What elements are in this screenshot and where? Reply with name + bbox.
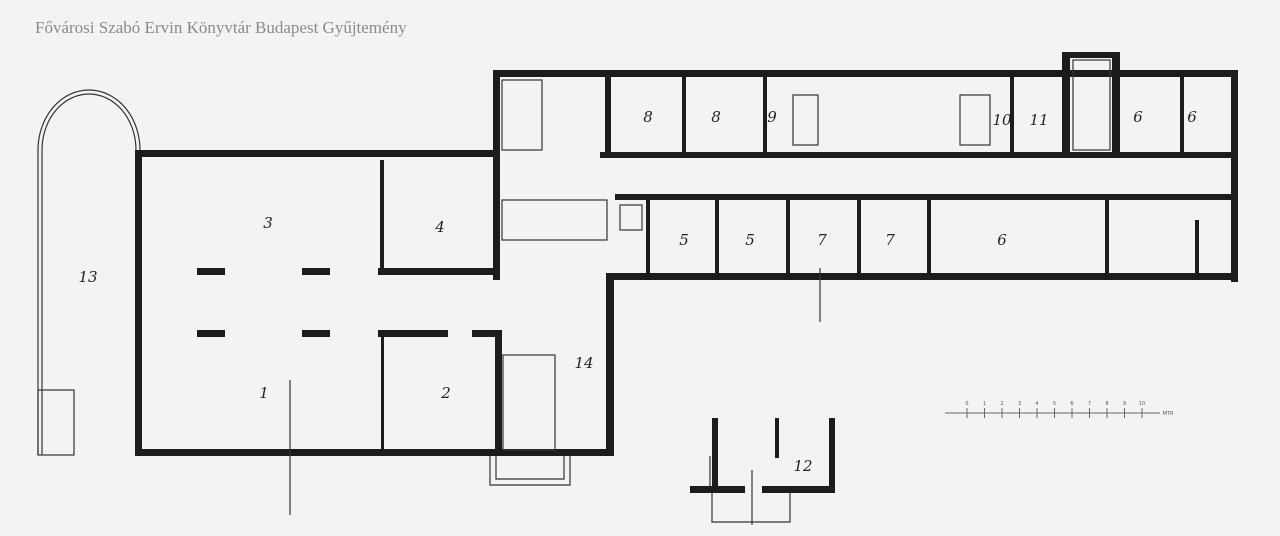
wing-walls xyxy=(493,52,1238,456)
room-8b-label: 8 xyxy=(711,108,721,126)
scale-tick-label: 9 xyxy=(1123,401,1126,407)
scale-tick-label: 8 xyxy=(1105,401,1108,407)
room-14-label: 14 xyxy=(574,354,593,372)
room-1-label: 1 xyxy=(259,384,269,402)
room-12-block xyxy=(690,418,835,523)
scale-tick-label: 7 xyxy=(1088,401,1091,407)
hall-walls xyxy=(135,150,507,456)
room-6c-label: 6 xyxy=(997,231,1007,249)
room-5a-label: 5 xyxy=(679,231,689,249)
room-7a-label: 7 xyxy=(817,231,827,249)
room-11-label: 11 xyxy=(1029,111,1048,129)
scale-tick-label: 0 xyxy=(965,401,968,407)
room-10-label: 10 xyxy=(992,111,1012,129)
room-2-label: 2 xyxy=(440,384,451,402)
scale-tick-label: 6 xyxy=(1070,401,1073,407)
scale-tick-label: 10 xyxy=(1139,401,1145,407)
scale-unit: MTR xyxy=(1163,411,1174,417)
room-6b-label: 6 xyxy=(1187,108,1197,126)
room-labels: 13 3 4 1 2 14 8 8 9 10 11 6 6 5 5 7 7 6 … xyxy=(78,108,1197,475)
room-8a-label: 8 xyxy=(643,108,653,126)
room-4-label: 4 xyxy=(434,218,445,236)
room-3-label: 3 xyxy=(263,214,273,232)
room-9-label: 9 xyxy=(767,108,777,126)
room-13-label: 13 xyxy=(78,268,97,286)
room-5b-label: 5 xyxy=(745,231,755,249)
scale-tick-label: 5 xyxy=(1053,401,1056,407)
room-6a-label: 6 xyxy=(1133,108,1143,126)
scale-tick-label: 4 xyxy=(1035,401,1038,407)
scale-tick-label: 2 xyxy=(1000,401,1003,407)
stair-and-terrace xyxy=(37,59,1111,525)
room-7b-label: 7 xyxy=(885,231,895,249)
scale-bar: 0 1 2 3 4 5 6 7 8 9 10 MTR xyxy=(945,401,1174,418)
room-12-label: 12 xyxy=(793,457,812,475)
scale-tick-label: 1 xyxy=(983,401,986,407)
scale-tick-label: 3 xyxy=(1018,401,1021,407)
watermark: Fővárosi Szabó Ervin Könyvtár Budapest G… xyxy=(35,18,407,37)
